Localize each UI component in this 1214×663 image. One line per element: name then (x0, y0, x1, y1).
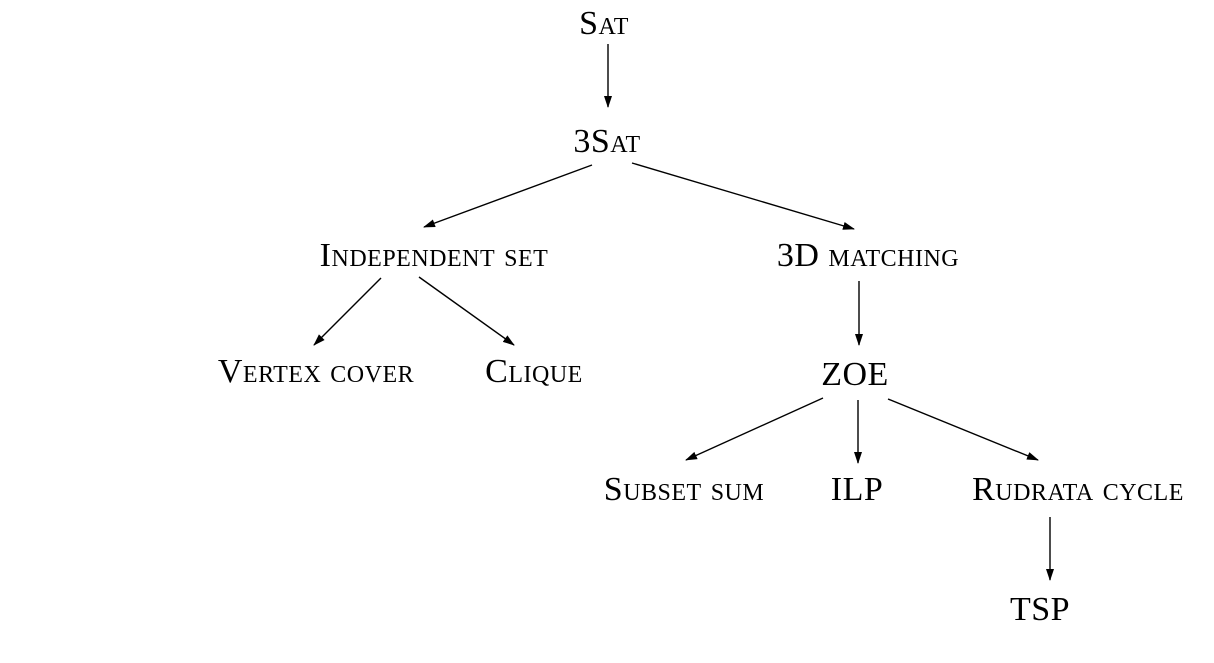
node-3sat: 3Sat (573, 123, 641, 160)
arrow-three-sat-to-three-d-matching (631, 162, 855, 230)
node-zoe: ZOE (821, 356, 889, 393)
arrow-independent-set-to-clique (418, 276, 515, 346)
node-sat: Sat (579, 5, 629, 42)
node-ilp: ILP (830, 471, 884, 508)
node-3d-matching: 3D matching (776, 237, 960, 274)
node-rudrata-cycle: Rudrata cycle (972, 471, 1184, 508)
node-independent-set: Independent set (319, 237, 549, 274)
node-vertex-cover: Vertex cover (217, 353, 415, 390)
node-tsp: TSP (1009, 591, 1071, 628)
arrow-independent-set-to-vertex-cover (313, 277, 382, 346)
arrow-zoe-to-rudrata-cycle (887, 398, 1039, 461)
node-clique: Clique (485, 353, 583, 390)
node-subset-sum: Subset sum (603, 471, 765, 508)
arrow-three-sat-to-independent-set (423, 164, 593, 228)
arrow-zoe-to-subset-sum (685, 397, 824, 461)
